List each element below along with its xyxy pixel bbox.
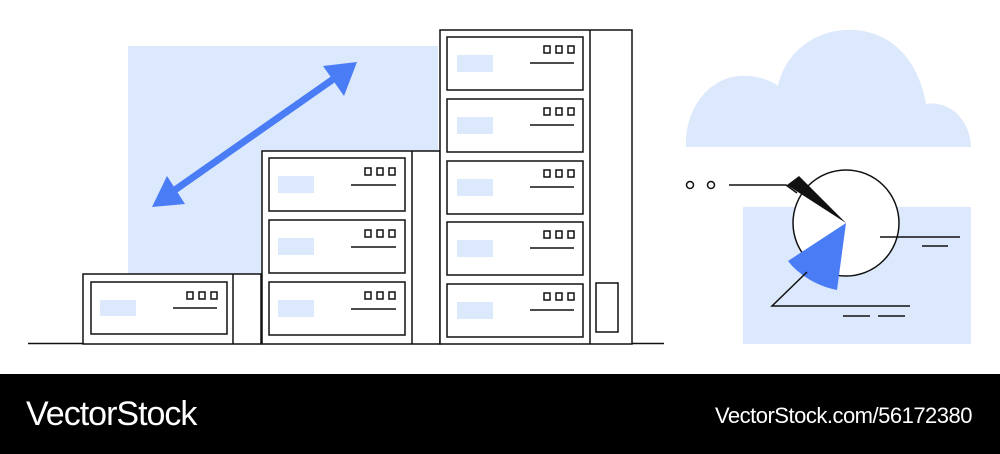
server-rack-icon <box>439 29 633 345</box>
cloud-icon <box>685 29 971 147</box>
footer-bar: VectorStock VectorStock.com/56172380 <box>0 374 1000 454</box>
chart-annotations <box>685 180 960 317</box>
pie-chart-icon <box>787 169 900 290</box>
vectorstock-logo: VectorStock <box>26 395 197 433</box>
double-arrow-icon <box>152 62 357 207</box>
illustration <box>28 29 971 345</box>
server-rack-icon <box>82 273 262 345</box>
image-id-text: VectorStock.com/56172380 <box>714 403 973 428</box>
server-rack-icon <box>261 150 441 345</box>
